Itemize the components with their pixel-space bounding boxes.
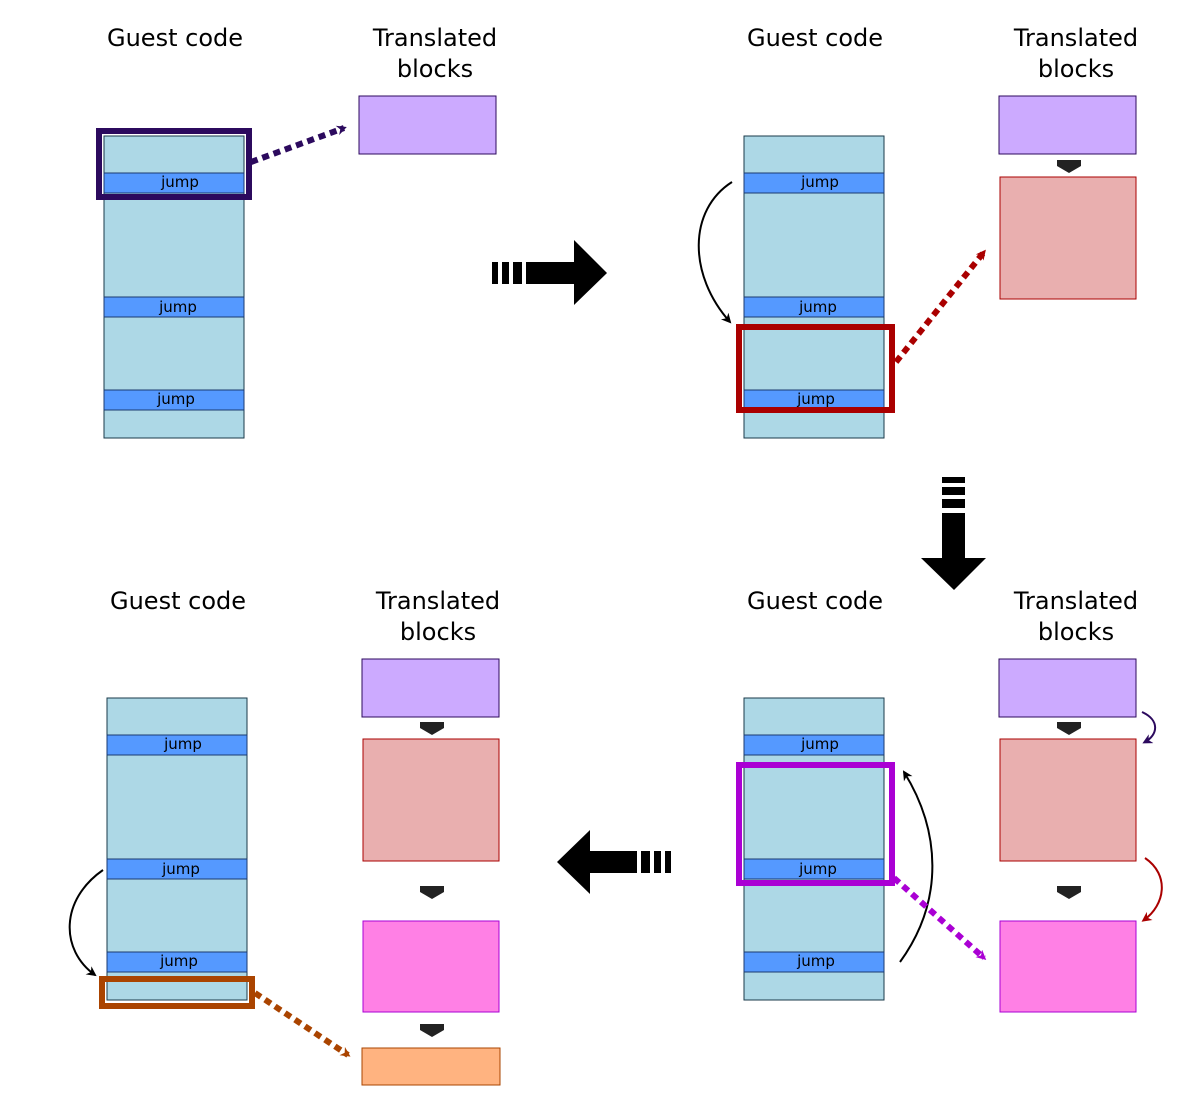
jump-label: jump — [163, 735, 202, 753]
translated-heading-line1: Translated — [1013, 24, 1138, 52]
translated-block-1 — [358, 95, 497, 155]
jump-flow-arrow — [697, 181, 733, 324]
step-arrow-down — [921, 477, 986, 590]
translated-heading-line2: blocks — [397, 55, 473, 83]
jump-label: jump — [156, 390, 195, 408]
jump-label: jump — [159, 952, 198, 970]
translate-dotted-arrow — [893, 249, 987, 364]
panel-step-4: Guest code Translated blocks jump jump j… — [68, 587, 501, 1086]
jump-label: jump — [158, 298, 197, 316]
jump-label: jump — [798, 860, 837, 878]
panel-step-2: Guest code Translated blocks jump jump j… — [697, 24, 1138, 439]
block-link-arrow — [420, 886, 444, 899]
step-arrow-right — [492, 240, 607, 305]
current-block-highlight — [736, 762, 895, 886]
jump-label: jump — [800, 735, 839, 753]
translated-block-3 — [362, 920, 500, 1013]
jump-bar — [103, 296, 245, 318]
translated-heading-line1: Translated — [372, 24, 497, 52]
jump-bar — [743, 296, 885, 318]
block-link-arrow — [1057, 160, 1081, 173]
jump-label: jump — [796, 390, 835, 408]
translated-block-2 — [999, 176, 1137, 300]
block-link-arrow — [420, 1024, 444, 1037]
block-link-arrow — [1057, 722, 1081, 735]
translated-block-2 — [999, 738, 1137, 862]
translated-block-1 — [998, 658, 1137, 718]
jump-label: jump — [800, 173, 839, 191]
translated-heading-line1: Translated — [1013, 587, 1138, 615]
guest-code-heading: Guest code — [107, 24, 243, 52]
jump-bar — [103, 172, 245, 194]
guest-code-heading: Guest code — [747, 587, 883, 615]
jump-flow-arrow — [899, 770, 934, 963]
jump-bar — [106, 858, 248, 880]
jump-label: jump — [798, 298, 837, 316]
translate-dotted-arrow — [253, 990, 351, 1058]
translated-heading-line1: Translated — [375, 587, 500, 615]
translated-heading-line2: blocks — [400, 618, 476, 646]
translated-heading-line2: blocks — [1038, 618, 1114, 646]
jump-label: jump — [796, 952, 835, 970]
jump-flow-arrow — [68, 869, 104, 977]
chain-link-arrow — [1141, 857, 1163, 922]
translate-dotted-arrow — [892, 875, 987, 961]
translated-block-4 — [361, 1047, 501, 1086]
panel-step-1: Guest code Translated blocks jump jump j… — [96, 24, 497, 439]
current-block-highlight — [99, 976, 255, 1009]
current-block-highlight — [736, 324, 895, 413]
current-block-highlight — [96, 128, 252, 200]
jump-label: jump — [160, 173, 199, 191]
jump-label: jump — [161, 860, 200, 878]
translated-block-1 — [998, 95, 1137, 155]
jump-bar — [106, 951, 248, 973]
guest-code-heading: Guest code — [747, 24, 883, 52]
jump-bar — [743, 951, 885, 973]
jump-bar — [743, 734, 885, 756]
translated-block-2 — [362, 738, 500, 862]
jump-bar — [103, 389, 245, 411]
jump-bar — [743, 858, 885, 880]
jump-bar — [106, 734, 248, 756]
block-link-arrow — [1057, 886, 1081, 899]
jump-bar — [743, 172, 885, 194]
translate-dotted-arrow — [249, 125, 347, 165]
panel-step-3: Guest code Translated blocks jump jump j… — [736, 587, 1163, 1013]
block-link-arrow — [420, 722, 444, 735]
translated-block-3 — [999, 920, 1137, 1013]
translated-heading-line2: blocks — [1038, 55, 1114, 83]
guest-code-heading: Guest code — [110, 587, 246, 615]
chain-link-arrow — [1141, 711, 1157, 744]
translated-block-1 — [361, 658, 500, 718]
step-arrow-left — [557, 830, 671, 894]
